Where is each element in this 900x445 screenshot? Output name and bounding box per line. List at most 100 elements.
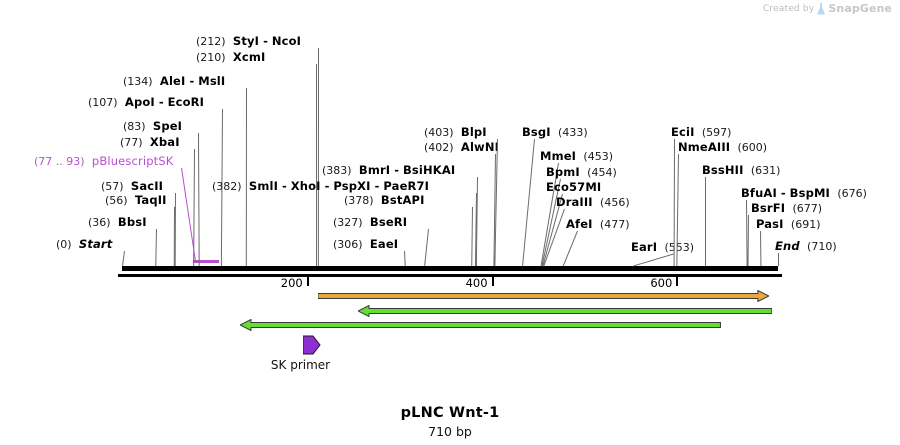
label-enzyme-name: SacII [130,179,164,193]
label-enzyme-name: DraIII [556,195,593,209]
label-enzyme-name: PspXI [333,179,371,193]
label-apoi[interactable]: (107) ApoI - EcoRI [88,96,204,109]
label-alei[interactable]: (134) AleI - MslI [123,75,225,88]
leader-alei [245,87,247,267]
label-bstapi[interactable]: (378) BstAPI [344,194,425,207]
label-enzyme-name: BssHII [702,163,744,177]
label-enzyme-name: MmeI [540,149,577,163]
snapgene-credit: Created by SnapGene [763,2,892,15]
label-position: (57) [101,180,124,193]
label-enzyme-name: NmeAIII [678,140,731,154]
label-feature-pbluescriptsk[interactable]: (77 .. 93) pBluescriptSK [34,155,173,168]
label-position: (676) [837,187,867,200]
label-enzyme-name: BsrFI [751,201,786,215]
label-ecii[interactable]: EciI (597) [671,126,731,139]
primer-label-sk-primer: SK primer [270,358,331,372]
label-position: (83) [123,120,146,133]
label-bbsi[interactable]: (36) BbsI [88,216,147,229]
label-marker-end[interactable]: End (710) [775,240,837,253]
label-enzyme-name: SpeI [152,119,183,133]
label-name-separator: - [320,179,334,193]
label-bsshii[interactable]: BssHII (631) [702,164,780,177]
label-pasi[interactable]: PasI (691) [756,218,821,231]
feature-pbluescriptsk[interactable] [193,260,220,263]
label-position: (212) [196,35,226,48]
label-eari[interactable]: EarI (553) [631,241,694,254]
ruler-tick-label: 600 [650,276,673,290]
label-position: (306) [333,238,363,251]
label-enzyme-name: MslI [198,74,226,88]
label-position: (453) [583,150,614,163]
label-position: (433) [558,126,588,139]
label-eco57mi[interactable]: Eco57MI [546,181,601,193]
label-bsrfi[interactable]: BsrFI (677) [751,202,822,215]
label-position: (691) [790,218,821,231]
label-bseri[interactable]: (327) BseRI [333,216,407,229]
track-arrow-green-feature-upper [356,304,773,318]
primer-sk-primer[interactable] [302,334,321,356]
label-enzyme-name: End [775,239,800,253]
track-arrow-green-feature-lower [239,318,722,332]
label-name-separator: - [776,186,790,200]
label-enzyme-name: StyI [232,34,260,48]
label-blpi[interactable]: (403) BlpI [424,126,487,139]
label-name-separator: - [278,179,291,193]
label-afei[interactable]: AfeI (477) [566,218,630,231]
label-smli[interactable]: (382) SmlI - XhoI - PspXI - PaeR7I [212,180,429,193]
label-bpmi[interactable]: BpmI (454) [546,166,617,179]
snapgene-flask-icon [817,2,826,15]
leader-pasi [760,230,762,267]
label-xbai[interactable]: (77) XbaI [120,136,180,149]
leader-afei [562,230,578,267]
track-green-feature-lower[interactable] [239,316,722,332]
label-enzyme-name: ApoI [124,95,155,109]
leader-marker-start [122,250,125,267]
label-name-separator: - [259,34,272,48]
label-spei[interactable]: (83) SpeI [123,120,182,133]
ruler-tick [306,277,309,286]
label-position: (107) [88,96,118,109]
label-enzyme-name: BsiHKAI [403,163,456,177]
track-orange-feature[interactable] [317,287,770,303]
label-nmeaiii[interactable]: NmeAIII (600) [678,141,767,154]
plasmid-length: 710 bp [428,424,472,439]
label-bfuai[interactable]: BfuAI - BspMI (676) [741,187,867,200]
label-enzyme-name: AfeI [566,217,593,231]
label-enzyme-name: BmrI [358,163,391,177]
page-title: pLNC Wnt-1 [400,405,500,421]
label-alwni[interactable]: (402) AlwNI [424,141,499,154]
label-position: (402) [424,141,454,154]
label-enzyme-name: BsgI [522,125,551,139]
credit-brand: SnapGene [828,2,892,15]
track-green-feature-upper[interactable] [356,302,773,318]
label-sacii[interactable]: (57) SacII [101,180,163,193]
leader-bbsi [155,228,157,267]
label-taqii[interactable]: (56) TaqII [105,194,167,207]
track-arrow-orange-feature [317,289,770,303]
label-position: (403) [424,126,454,139]
label-draiii[interactable]: DraIII (456) [556,196,630,209]
label-marker-start[interactable]: (0) Start [56,238,112,251]
label-position: (378) [344,194,374,207]
label-enzyme-name: NcoI [271,34,302,48]
label-xcmi[interactable]: (210) XcmI [196,51,265,64]
label-mmei[interactable]: MmeI (453) [540,150,613,163]
label-position: (597) [701,126,732,139]
label-styi[interactable]: (212) StyI - NcoI [196,35,301,48]
label-position: (77 .. 93) [34,155,85,168]
label-position: (710) [807,240,837,253]
label-enzyme-name: BseRI [369,215,408,229]
label-eaei[interactable]: (306) EaeI [333,238,398,251]
label-bmri[interactable]: (383) BmrI - BsiHKAI [322,164,455,177]
label-name-separator: - [390,163,403,177]
leader-spei [198,132,200,267]
label-bsgi[interactable]: BsgI (433) [522,126,588,139]
label-enzyme-name: XbaI [149,135,180,149]
label-position: (677) [792,202,823,215]
label-position: (36) [88,216,111,229]
label-enzyme-name: EaeI [369,237,399,251]
credit-prefix: Created by [762,3,815,14]
leader-styi [317,47,319,267]
label-enzyme-name: AlwNI [460,140,500,154]
label-position: (382) [212,180,242,193]
